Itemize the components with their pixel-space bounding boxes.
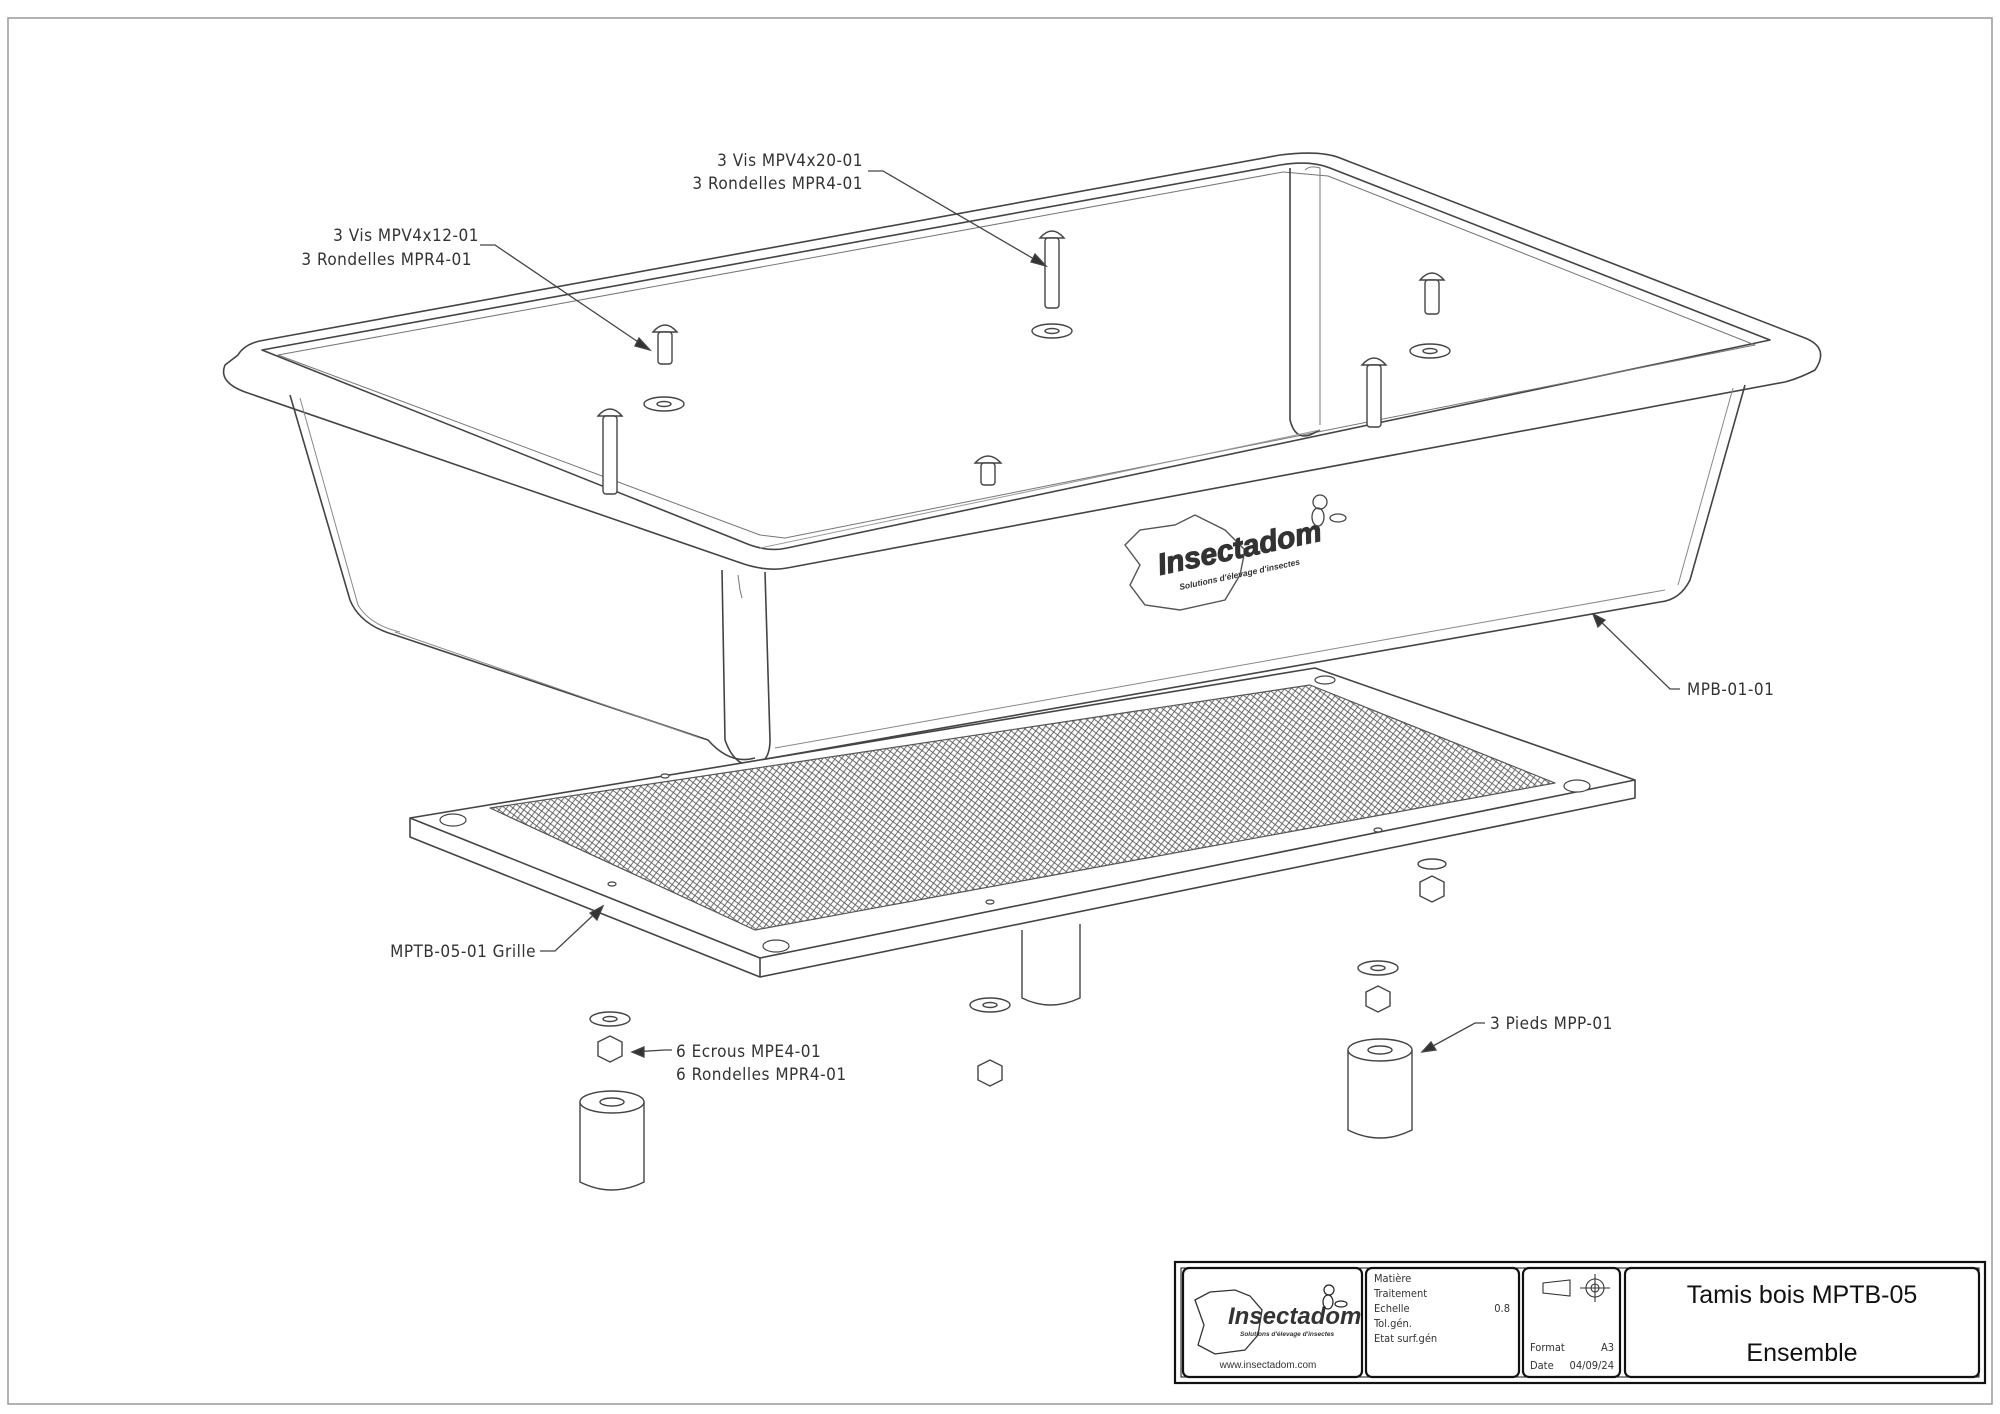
callout-screws-short-line2: 3 Rondelles MPR4-01 [301, 250, 472, 270]
callout-screws-long-line2: 3 Rondelles MPR4-01 [692, 174, 863, 194]
field-material-label: Matière [1374, 1272, 1411, 1285]
title-block-frame [1173, 1260, 1987, 1385]
field-surface-label: Etat surf.gén [1374, 1332, 1437, 1345]
tray-logo: Insectadom Solutions d'élevage d'insecte… [1124, 494, 1347, 611]
field-treatment-label: Traitement [1373, 1287, 1427, 1300]
callout-tray: MPB-01-01 [1687, 680, 1774, 700]
field-date-value: 04/09/24 [1570, 1359, 1614, 1372]
field-format-label: Format [1530, 1341, 1565, 1354]
drawing-title: Tamis bois MPTB-05 [1687, 1281, 1918, 1309]
tray-part [222, 152, 1822, 767]
field-scale-value: 0.8 [1494, 1302, 1510, 1315]
title-block: Insectadom Solutions d'élevage d'insecte… [1173, 1260, 1987, 1385]
bee-mascot-icon [1311, 494, 1347, 527]
callout-nuts-line1: 6 Ecrous MPE4-01 [676, 1042, 821, 1062]
callout-feet: 3 Pieds MPP-01 [1490, 1014, 1613, 1034]
callout-grid: MPTB-05-01 Grille [390, 942, 536, 962]
bee-mascot-icon [1322, 1284, 1348, 1310]
grid-base-part [409, 667, 1636, 978]
title-block-format-cell [1521, 1266, 1622, 1379]
field-date-label: Date [1530, 1359, 1554, 1372]
title-block-logo-tagline: Solutions d'élevage d'insectes [1240, 1331, 1335, 1338]
field-tolerance-label: Tol.gén. [1373, 1317, 1412, 1330]
callout-screws-long-line1: 3 Vis MPV4x20-01 [717, 151, 863, 171]
drawing-subtitle: Ensemble [1746, 1339, 1857, 1367]
callout-nuts-line2: 6 Rondelles MPR4-01 [676, 1065, 847, 1085]
feet-nuts-washers [579, 858, 1447, 1191]
callouts: 3 Vis MPV4x20-01 3 Rondelles MPR4-01 3 V… [301, 151, 1774, 1085]
leader-lines [480, 170, 1680, 1058]
field-scale-label: Echelle [1374, 1302, 1410, 1315]
callout-screws-short-line1: 3 Vis MPV4x12-01 [333, 226, 479, 246]
title-block-title-cell [1623, 1266, 1981, 1379]
sheet-border [7, 17, 1993, 1405]
screws-and-washers [596, 230, 1451, 495]
title-block-fields-cell [1364, 1266, 1521, 1379]
title-block-website: www.insectadom.com [1219, 1360, 1317, 1371]
field-format-value: A3 [1601, 1341, 1614, 1354]
title-block-logo-cell [1181, 1266, 1364, 1379]
projection-symbol-icon [1542, 1274, 1610, 1302]
title-block-logo-brand: Insectadom [1228, 1303, 1361, 1330]
